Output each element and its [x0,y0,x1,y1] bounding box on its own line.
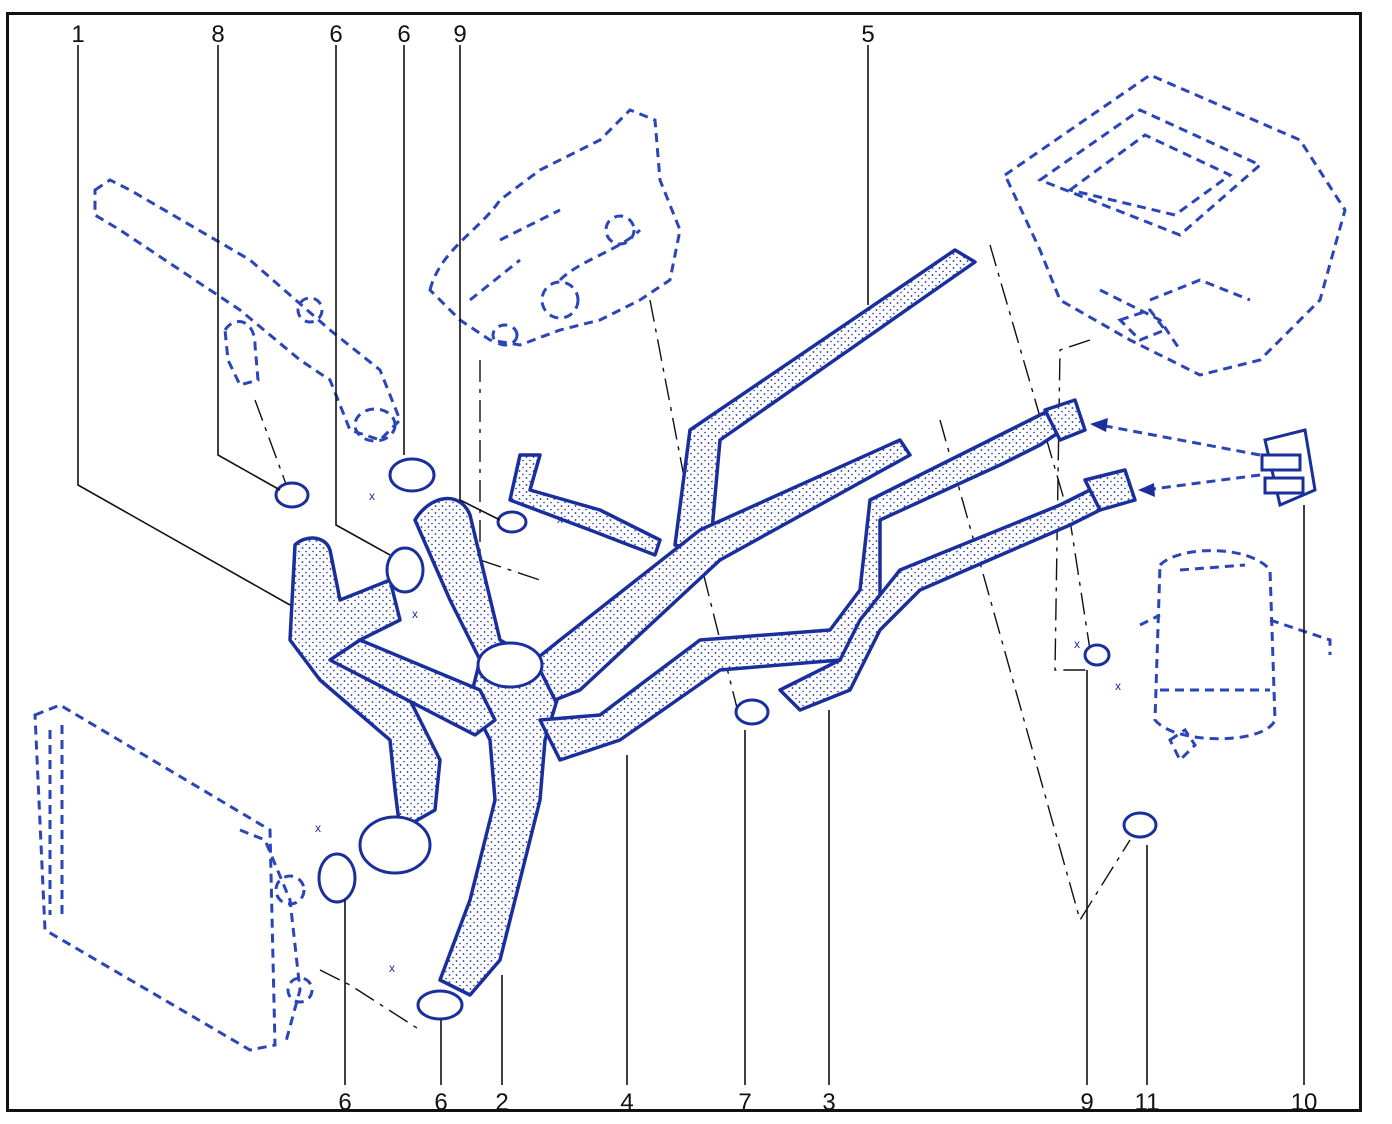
callout-9-a: 9 [453,21,466,48]
clamp-8 [274,481,310,509]
clamp-6-middle [385,546,425,594]
hose-1-radiator-upper [288,536,497,875]
radiator-outline [33,703,314,1052]
clamp-6-radiator [317,852,357,904]
callout-labels: 1 8 6 6 9 5 6 6 2 4 7 3 9 11 10 [71,21,1317,1116]
x-mark: x [389,961,395,975]
x-mark: x [1074,637,1080,651]
upper-pipe-outline [93,178,402,443]
callout-6-c: 6 [338,1089,351,1116]
leader-lines [77,45,1305,1085]
x-mark: x [369,489,375,503]
callout-4: 4 [620,1089,633,1116]
callout-9-b: 9 [1080,1089,1093,1116]
x-mark: x [1115,679,1121,693]
hose-4-heater-return [538,398,1087,762]
expansion-tank-outline [1139,549,1332,763]
hose-9-bypass [508,453,662,557]
callout-10: 10 [1291,1089,1318,1116]
callout-7: 7 [738,1089,751,1116]
clamp-11 [1122,811,1158,839]
x-mark: x [315,821,321,835]
assembly-lines [254,244,1131,1031]
clamp-9-upper [496,510,528,534]
clamp-6-lower [416,989,464,1021]
x-markers: x x x x x x x [315,489,1121,975]
callout-2: 2 [495,1089,508,1116]
clamp-9-lower [1083,643,1111,667]
x-mark: x [412,607,418,621]
hose-5-heater-supply [673,248,977,552]
clip-arrows [1090,418,1261,497]
callout-6-d: 6 [434,1089,447,1116]
heater-box-outline [1003,73,1347,377]
callout-11: 11 [1135,1089,1160,1116]
callout-5: 5 [861,21,874,48]
hose-3-heater-outlet [778,468,1137,712]
clamp-6-upper [388,457,436,493]
callout-6-b: 6 [397,21,410,48]
clip-10 [1260,428,1317,508]
callout-6-a: 6 [329,21,342,48]
callout-8: 8 [211,21,224,48]
engine-outline [428,108,682,347]
x-mark: x [557,512,563,526]
diagram-frame [6,12,1362,1112]
callout-3: 3 [822,1089,835,1116]
hose-2-main-y [413,438,912,997]
clamp-7 [734,698,770,726]
callout-1: 1 [71,21,84,48]
